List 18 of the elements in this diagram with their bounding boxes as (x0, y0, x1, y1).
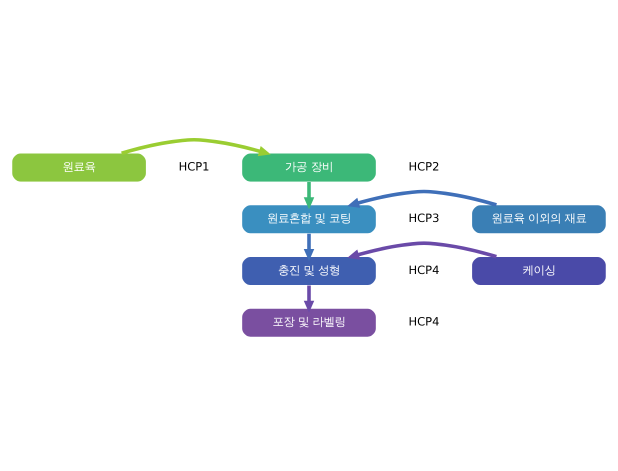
arrow (121, 137, 271, 156)
node-box: 충진 및 성형 (241, 256, 377, 286)
node-label: HCP1 (178, 158, 210, 173)
node-label: HCP3 (408, 210, 440, 225)
node-box: 케이싱 (471, 256, 606, 286)
arrow (347, 189, 497, 208)
node-box: 포장 및 라벨링 (241, 308, 377, 337)
arrow (304, 233, 314, 261)
node-box: 가공 장비 (241, 152, 377, 182)
node-box: 원료혼합 및 코팅 (241, 204, 377, 234)
arrow (347, 240, 497, 260)
node-label: HCP4 (408, 314, 440, 328)
arrow (304, 182, 314, 209)
node-label: HCP2 (408, 158, 440, 173)
node-box: 원료육 이외의 재료 (471, 204, 606, 234)
arrow (304, 284, 314, 312)
node-box: 원료육 (12, 152, 147, 182)
node-label: HCP4 (408, 262, 440, 276)
